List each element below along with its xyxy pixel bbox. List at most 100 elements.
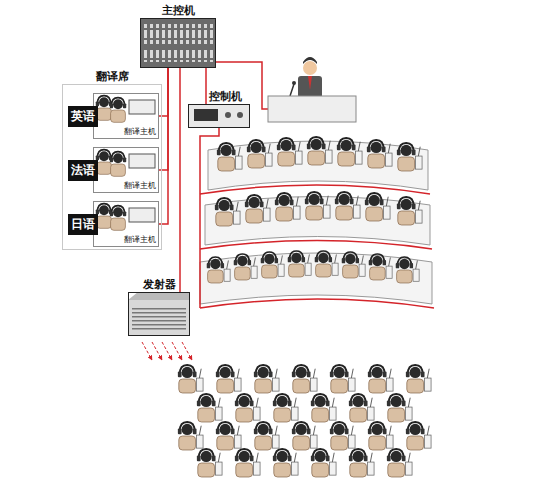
listener-figure [254, 365, 279, 393]
listener-figure [197, 449, 222, 477]
control-unit-panel [194, 109, 218, 121]
booth-group: 翻译席英语翻译主机法语翻译主机日语翻译主机 [62, 84, 162, 250]
listener-figure [330, 365, 355, 393]
delegate-seat [396, 257, 419, 283]
language-tag: 日语 [68, 214, 98, 235]
delegate-seat [275, 193, 300, 221]
interpreter-figure [96, 204, 112, 229]
speaker-head [303, 61, 317, 75]
listener-figure [273, 394, 298, 422]
radio-wave [172, 342, 182, 360]
main-controller-body [140, 18, 216, 68]
listener-figure [368, 365, 393, 393]
control-unit-body [188, 104, 250, 128]
control-unit-knob [237, 112, 243, 118]
listener-figure [197, 394, 222, 422]
listener-figure [349, 449, 374, 477]
language-tag: 法语 [68, 160, 98, 181]
device-box: 发射器 [128, 292, 190, 336]
main-controller-slots [143, 48, 213, 62]
main-controller-slots [143, 24, 213, 44]
delegate-seat [315, 251, 338, 277]
listener-figure [178, 365, 203, 393]
interpreter-figure [110, 152, 126, 177]
device-label: 主控机 [162, 3, 195, 18]
device-label: 控制机 [209, 89, 242, 104]
signal-wire [179, 68, 181, 292]
unit-label: 翻译主机 [124, 126, 156, 137]
listener-figure [235, 449, 260, 477]
device-box: 主控机 [140, 18, 216, 68]
delegate-seat [342, 252, 365, 278]
listener-figure [292, 365, 317, 393]
podium-mic [290, 84, 294, 96]
delegate-seat [397, 197, 422, 225]
interpreter-figure [110, 98, 126, 123]
interpreter-figure [96, 96, 112, 121]
listener-figure [406, 422, 431, 450]
transmitter-grill [132, 306, 186, 332]
delegate-seat [215, 198, 240, 226]
unit-label: 翻译主机 [124, 180, 156, 191]
interpreter-unit [129, 100, 155, 114]
listener-figure [178, 422, 203, 450]
delegate-wire [200, 241, 432, 250]
interpreter-booth: 法语翻译主机 [93, 147, 159, 193]
delegate-seat [288, 251, 311, 277]
delegate-seat [217, 143, 242, 171]
listener-figure [311, 394, 336, 422]
delegate-seat [335, 192, 360, 220]
device-box: 控制机 [188, 104, 250, 128]
listener-figure [254, 422, 279, 450]
delegate-seat [207, 257, 230, 283]
radio-wave [182, 342, 192, 360]
listener-figure [292, 422, 317, 450]
listener-figure [387, 449, 412, 477]
language-tag: 英语 [68, 106, 98, 127]
listener-figure [273, 449, 298, 477]
signal-wire [159, 68, 168, 116]
device-label: 翻译席 [96, 69, 129, 84]
control-unit-knob [225, 112, 231, 118]
speaker-tie [308, 76, 312, 90]
radio-wave [152, 342, 162, 360]
interpreter-booth: 日语翻译主机 [93, 201, 159, 247]
delegate-seat [365, 193, 390, 221]
speaker-body [298, 76, 322, 98]
interpreter-unit [129, 154, 155, 168]
listener-figure [235, 394, 260, 422]
interpreter-figure [110, 206, 126, 231]
interpreter-figure [96, 150, 112, 175]
delegate-seat [234, 254, 257, 280]
listener-figure [216, 365, 241, 393]
delegate-seat [261, 252, 284, 278]
delegate-seat [247, 140, 272, 168]
signal-wire [205, 68, 207, 104]
delegate-seat [305, 192, 330, 220]
transmitter-top [128, 292, 190, 300]
unit-label: 翻译主机 [124, 234, 156, 245]
delegate-seat [367, 140, 392, 168]
delegate-seat [245, 195, 270, 223]
device-label: 发射器 [143, 277, 176, 292]
signal-wire [159, 68, 168, 224]
podium-desk [268, 96, 356, 122]
transmitter-front [128, 300, 190, 336]
listener-figure [349, 394, 374, 422]
listener-figure [406, 365, 431, 393]
radio-wave [162, 342, 172, 360]
delegate-seat [277, 138, 302, 166]
delegate-seat [369, 254, 392, 280]
delegate-seat [397, 143, 422, 171]
listener-figure [330, 422, 355, 450]
delegate-seat [337, 138, 362, 166]
listener-figure [387, 394, 412, 422]
listener-figure [368, 422, 393, 450]
listener-figure [311, 449, 336, 477]
delegate-seat [307, 137, 332, 165]
radio-wave [142, 342, 152, 360]
